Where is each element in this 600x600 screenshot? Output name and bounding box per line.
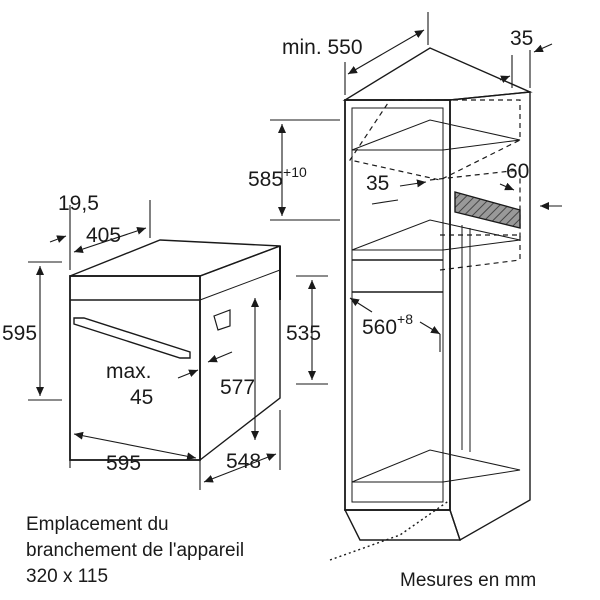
connection-leader-line [329,499,451,561]
label-min-depth: min. 550 [282,36,363,59]
label-niche-width: 560+8 [362,311,413,339]
label-top-clearance: 35 [510,27,533,50]
units-note: Mesures en mm [400,570,536,591]
label-front-depth: 19,5 [58,192,99,215]
label-inner-height: 577 [220,376,255,399]
label-oven-width: 595 [106,452,141,475]
label-side-depth: 405 [86,224,121,247]
cabinet-dimensions [270,12,562,352]
cabinet-plinth [343,509,461,541]
oven-drawing [69,239,281,462]
label-body-height: 535 [286,322,321,345]
label-cabinet-height: 585+10 [248,164,307,191]
cabinet-side-face [449,91,531,542]
cabinet-drawing [342,47,533,542]
connection-note-line2: branchement de l'appareil [26,540,244,561]
label-inner-clearance: 35 [366,172,389,195]
oven-connection-box [213,309,231,331]
oven-side-face [199,244,281,462]
cabinet-top-face [342,47,533,101]
ventilation-block [454,191,521,229]
upper-compartment-outline [349,99,521,181]
label-vent-height: 60 [506,160,529,183]
label-oven-height: 595 [2,322,37,345]
connection-note-line1: Emplacement du [26,514,169,535]
label-max-value: 45 [130,386,153,409]
oven-dimensions [28,200,328,490]
connection-note-line3: 320 x 115 [26,566,108,587]
label-max: max. [106,360,152,383]
label-oven-depth: 548 [226,450,261,473]
oven-door-handle [73,317,191,359]
